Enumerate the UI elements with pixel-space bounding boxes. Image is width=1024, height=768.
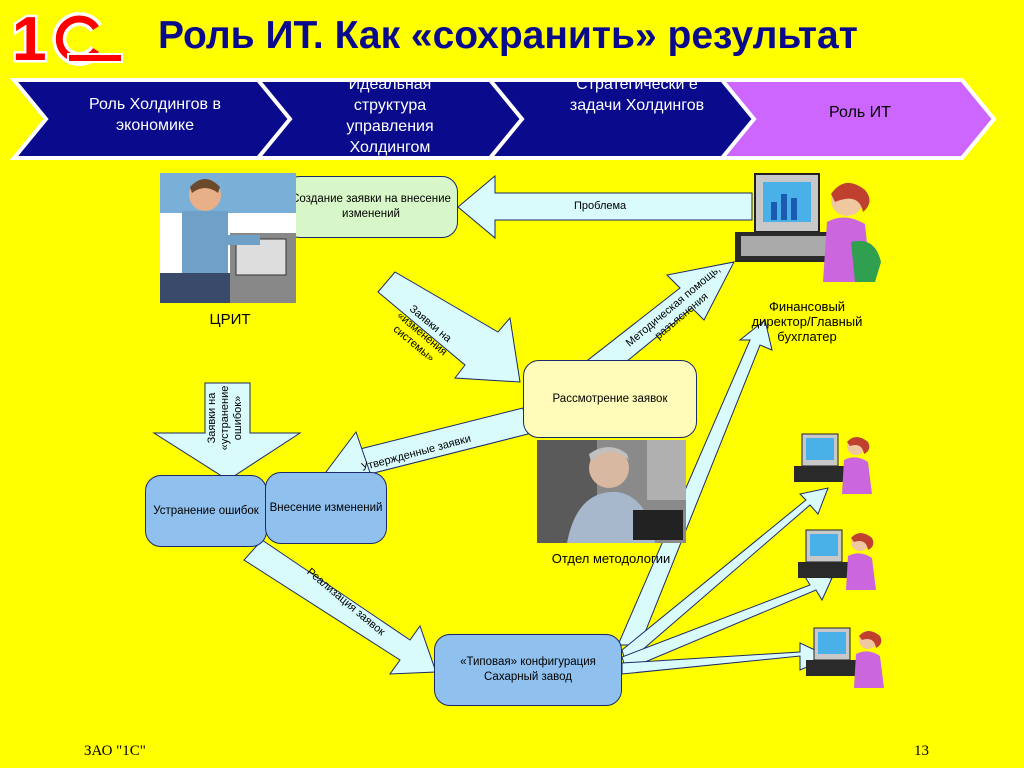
svg-text:1: 1 — [12, 5, 46, 68]
box-typical-config: «Типовая» конфигурация Сахарный завод — [434, 634, 622, 706]
arrow-error-requests — [152, 382, 302, 481]
arrow-change-requests — [377, 271, 521, 383]
logo-1c: 1 1 — [8, 3, 124, 77]
arrow-to-user-1 — [621, 487, 829, 665]
label-problem: Проблема — [574, 200, 627, 212]
methodologist-photo — [537, 440, 686, 543]
chevron-4 — [717, 78, 997, 160]
box-fix-errors: Устранение ошибок — [145, 475, 267, 547]
finance-director-clipart — [735, 172, 885, 294]
caption-finance-director: Финансовый директор/Главный бухглатер — [751, 299, 863, 344]
arrow-implementation — [243, 539, 437, 675]
engineer-clipart — [160, 173, 296, 303]
user-2-clipart — [798, 528, 882, 594]
chevron-label-3: Стратегически е задачи Холдингов — [569, 82, 705, 114]
chevron-label-2: Идеальная структура управления Холдингом — [346, 82, 434, 156]
user-1-clipart — [794, 432, 878, 498]
caption-crit: ЦРИТ — [209, 311, 251, 328]
chevron-label-4: Роль ИТ — [829, 104, 891, 121]
user-3-clipart — [806, 626, 890, 692]
arrow-problem — [457, 174, 753, 240]
box-create-request: Создание заявки на внесение изменений — [284, 176, 458, 238]
arrow-to-user-2 — [621, 574, 833, 671]
svg-text:1: 1 — [12, 5, 46, 68]
caption-method-dept: Отдел методологии — [551, 551, 671, 566]
box-make-changes: Внесение изменений — [265, 472, 387, 544]
process-chevrons: Роль Холдингов в экономике Идеальная стр… — [0, 74, 1024, 164]
label-error-requests: Заявки на «устранение ошибок» — [206, 385, 244, 451]
box-review-requests: Рассмотрение заявок — [523, 360, 697, 438]
page-title: Роль ИТ. Как «сохранить» результат — [158, 14, 858, 57]
chevron-label-1: Роль Холдингов в экономике — [89, 96, 221, 134]
arrow-to-finance — [617, 319, 773, 646]
page-number: 13 — [914, 743, 929, 759]
footer-company: ЗАО "1С" — [84, 743, 146, 759]
